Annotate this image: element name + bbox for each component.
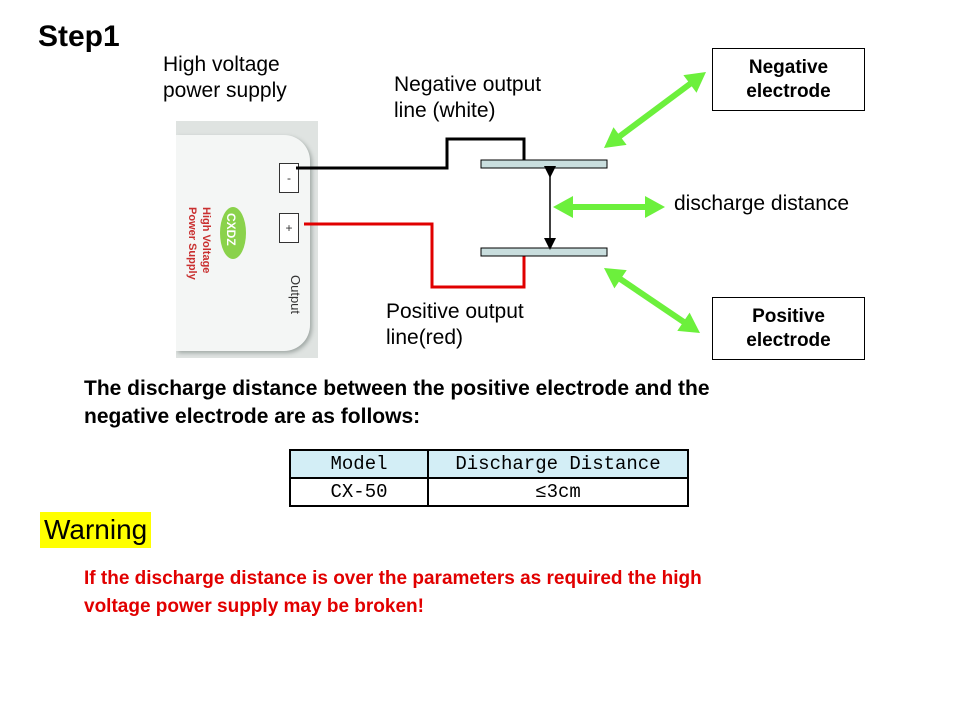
warning-text-line1: If the discharge distance is over the pa… [84,568,702,589]
negative-electrode-line1: Negative [748,56,829,78]
negative-line-label-line1: Negative output [394,73,542,96]
positive-electrode-plate [480,247,608,257]
supply-label-line2: power supply [163,79,287,102]
output-label: Output [288,275,303,315]
positive-electrode-arrow [604,268,700,333]
negative-wire [296,137,526,170]
positive-electrode-box: Positive electrode [712,297,865,360]
positive-line-label-line1: Positive output [386,300,524,323]
warning-text-line2: voltage power supply may be broken! [84,596,424,617]
positive-electrode-line2: electrode [746,329,831,351]
negative-electrode-line2: electrode [746,80,831,102]
header-distance: Discharge Distance [427,449,689,479]
green-arrows [553,72,706,333]
positive-line-label: Positive output line(red) [386,299,524,351]
logo-text: CXDZ [224,213,238,246]
device-name-line1: High Voltage [200,207,212,274]
logo-badge [220,207,246,259]
warning-heading: Warning [40,512,152,548]
spec-table: Model Discharge Distance CX-50 ≤3cm [289,449,689,507]
page-title: Step1 [38,20,120,53]
table-row: CX-50 ≤3cm [289,477,689,507]
negative-terminal: - [279,163,299,193]
negative-electrode-box: Negative electrode [712,48,865,111]
supply-label-line1: High voltage [163,53,280,76]
cell-model: CX-50 [289,477,429,507]
negative-electrode-plate [480,159,608,169]
supply-label: High voltage power supply [163,52,287,104]
power-supply-image: CXDZ High Voltage Power Supply - + Outpu… [176,121,318,358]
positive-terminal: + [279,213,299,243]
positive-wire [304,222,526,289]
discharge-distance-label: discharge distance [674,192,850,215]
description-line2: negative electrode are as follows: [84,405,421,428]
power-supply-body: CXDZ High Voltage Power Supply - + Outpu… [176,135,310,351]
device-name-line2: Power Supply [186,207,198,280]
header-model: Model [289,449,429,479]
description-line1: The discharge distance between the posit… [84,377,710,400]
positive-line-label-line2: line(red) [386,326,464,349]
negative-electrode-arrow [604,72,706,148]
description: The discharge distance between the posit… [84,375,710,431]
distance-arrow [553,196,665,218]
table-header-row: Model Discharge Distance [289,449,689,479]
cell-distance: ≤3cm [427,477,689,507]
negative-line-label-line2: line (white) [394,99,496,122]
negative-line-label: Negative output line (white) [394,72,541,124]
warning-text: If the discharge distance is over the pa… [84,565,702,621]
positive-electrode-line1: Positive [752,305,825,327]
